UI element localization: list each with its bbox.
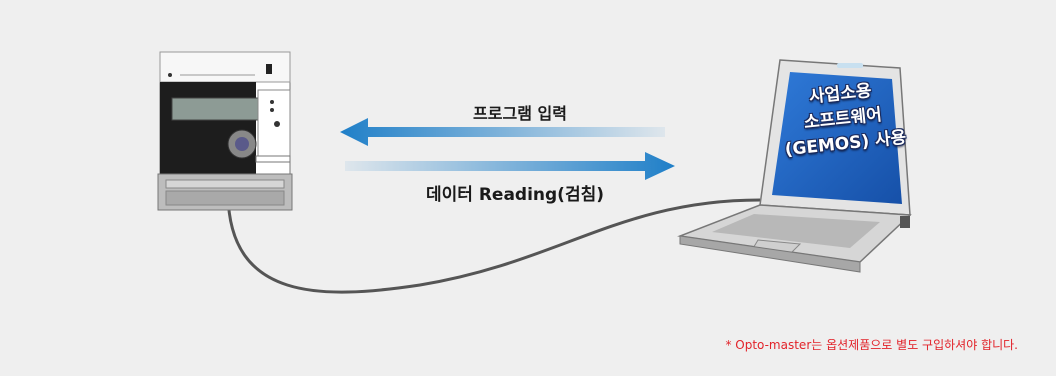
arrow-data-reading bbox=[345, 152, 675, 180]
laptop-screen-text: 사업소용 소프트웨어 (GEMOS) 사용 bbox=[774, 75, 911, 163]
footnote: * Opto-master는 옵션제품으로 별도 구입하셔야 합니다. bbox=[725, 338, 1018, 352]
electric-meter-icon bbox=[157, 51, 293, 211]
arrow-bottom-label: 데이터 Reading(검침) bbox=[425, 185, 605, 205]
arrow-top-label: 프로그램 입력 bbox=[473, 104, 567, 123]
laptop-icon bbox=[677, 59, 912, 273]
arrow-program-input bbox=[340, 118, 665, 146]
cable bbox=[226, 194, 761, 294]
